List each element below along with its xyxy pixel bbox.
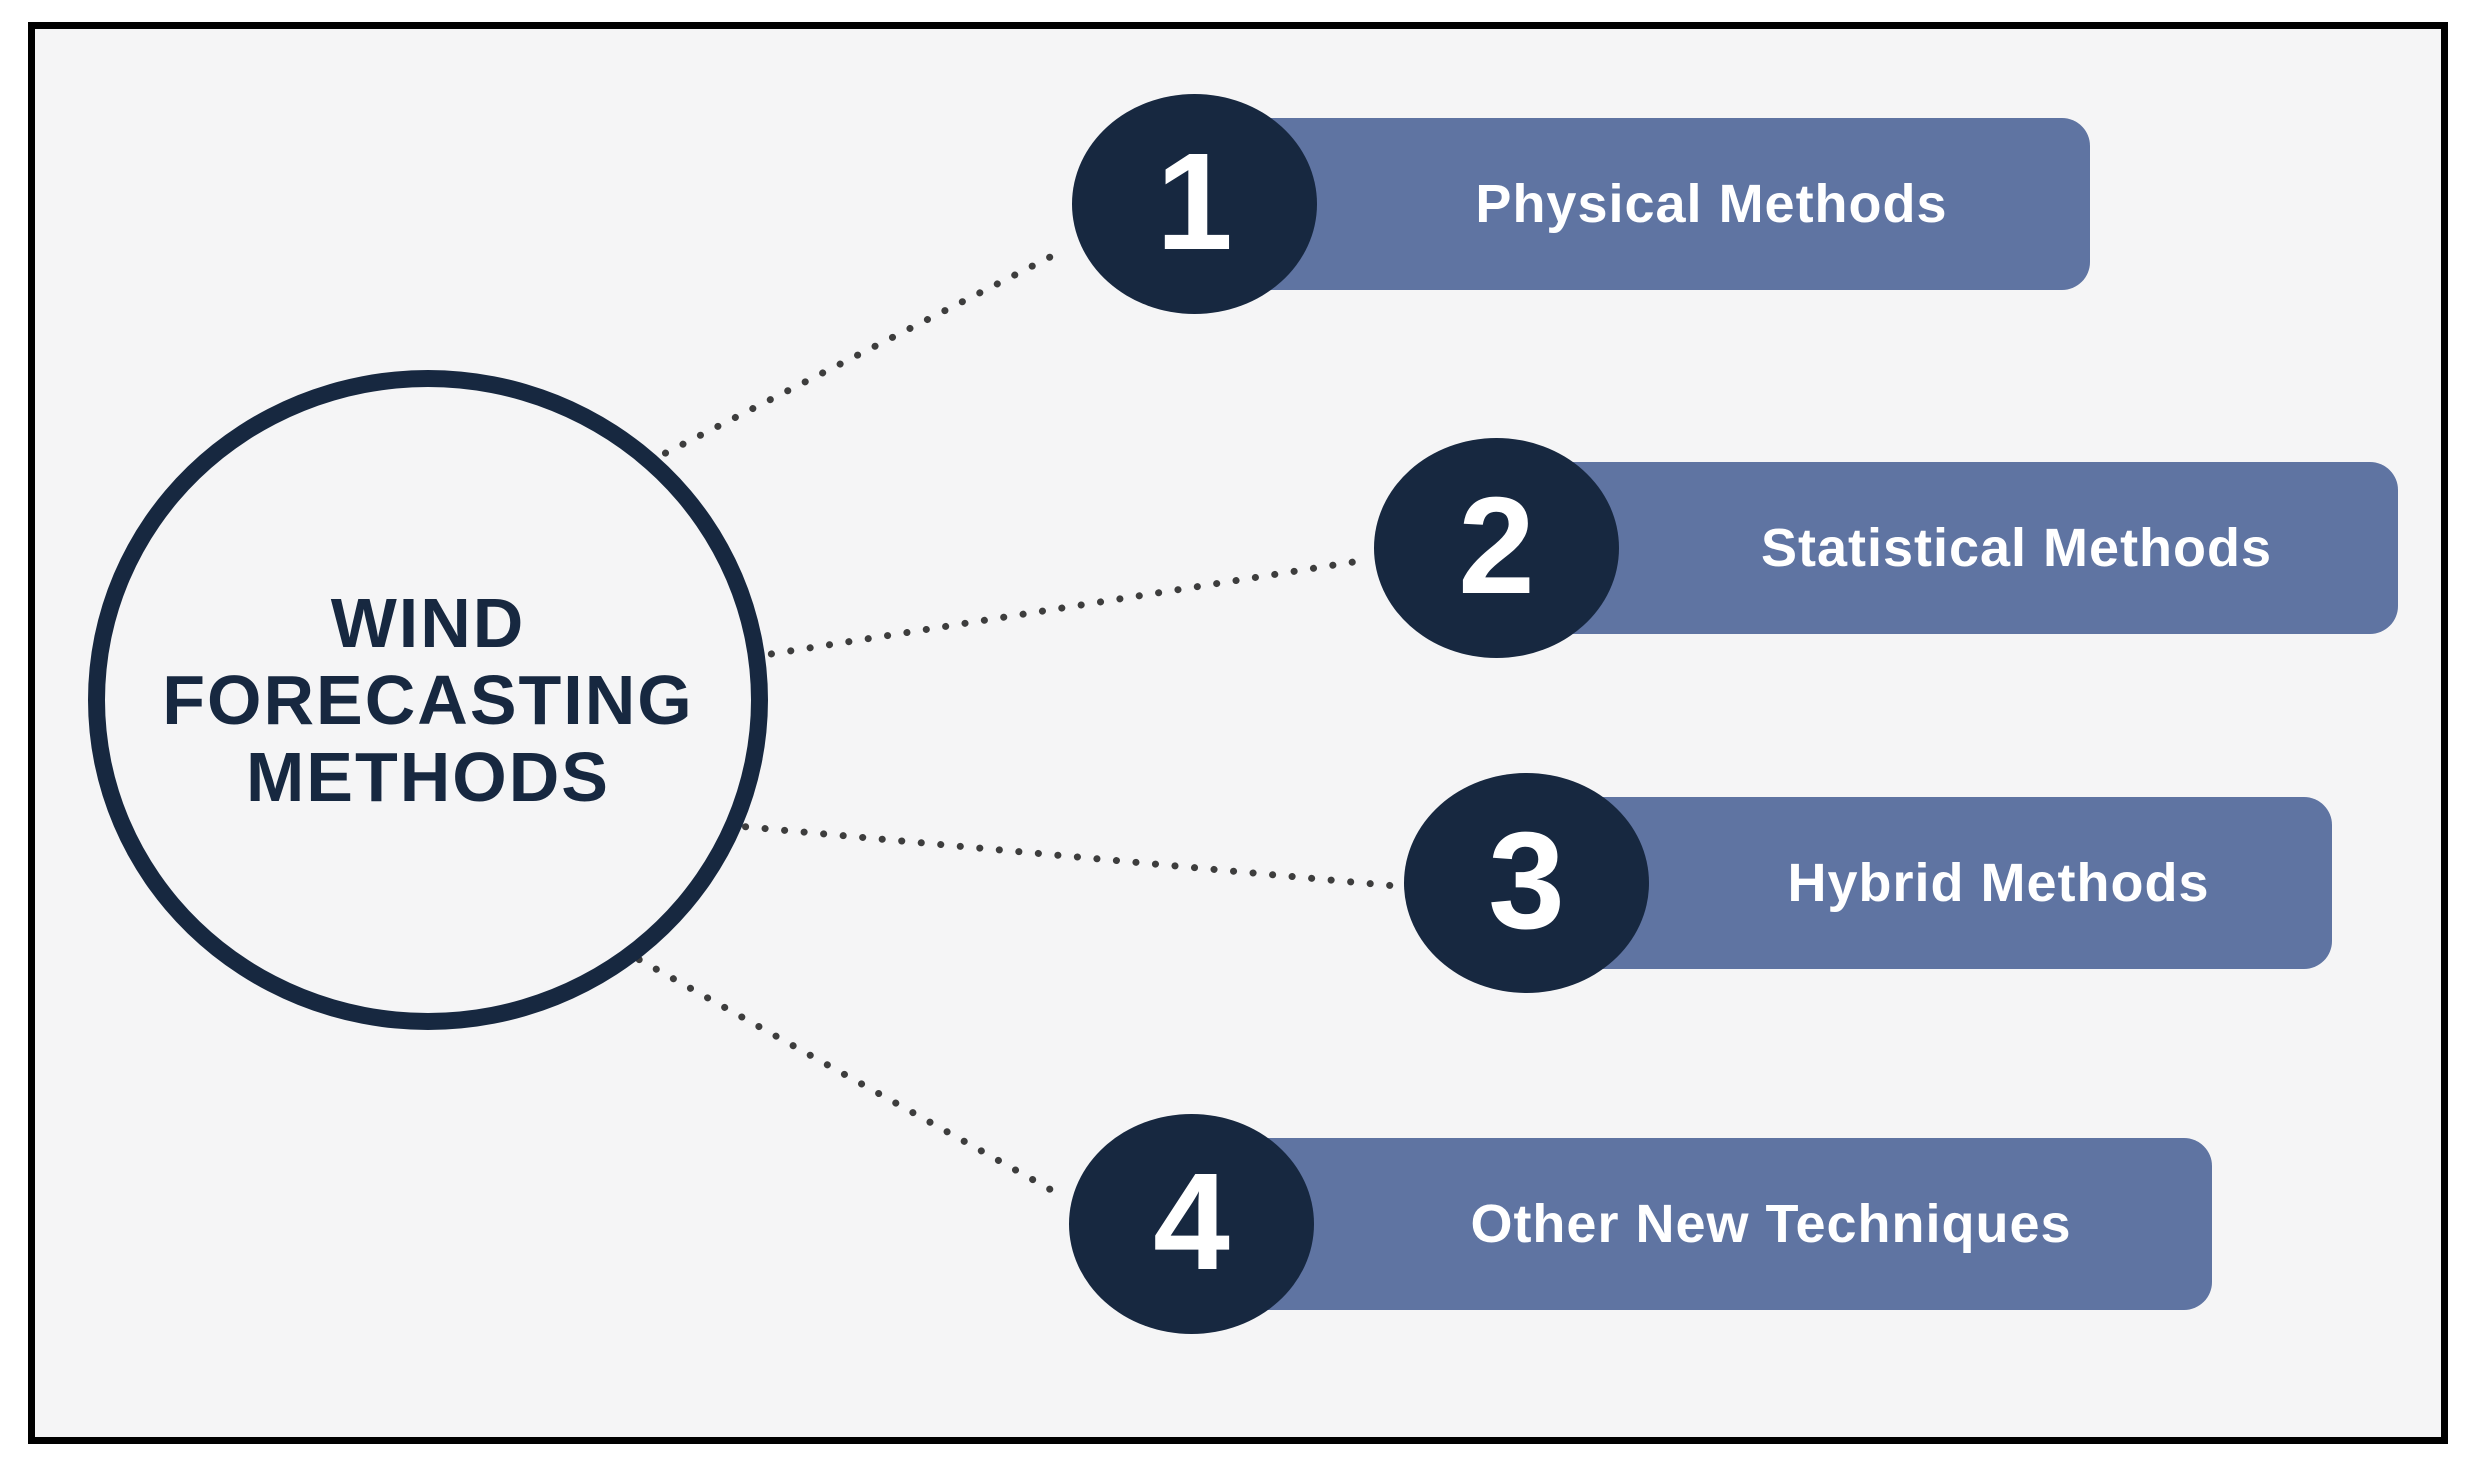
node-label: Hybrid Methods <box>1787 853 2210 913</box>
node-number: 2 <box>1458 469 1535 623</box>
node-label: Other New Techniques <box>1470 1194 2072 1254</box>
central-circle: WIND FORECASTING METHODS <box>88 370 768 1030</box>
node-number: 3 <box>1488 804 1565 958</box>
node-badge-4: 4 <box>1069 1114 1314 1334</box>
node-label: Statistical Methods <box>1760 518 2273 578</box>
node-number: 1 <box>1156 125 1233 279</box>
hub-title-line: METHODS <box>246 737 610 816</box>
node-bar-other-new-techniques: Other New Techniques <box>1215 1138 2212 1310</box>
node-bar-physical-methods: Physical Methods <box>1218 118 2090 290</box>
hub-title-line: FORECASTING <box>162 660 694 739</box>
node-badge-1: 1 <box>1072 94 1317 314</box>
node-bar-hybrid-methods: Hybrid Methods <box>1550 797 2332 969</box>
node-badge-2: 2 <box>1374 438 1619 658</box>
node-number: 4 <box>1153 1145 1230 1299</box>
node-label: Physical Methods <box>1475 174 1948 234</box>
node-bar-statistical-methods: Statistical Methods <box>1520 462 2398 634</box>
hub-title-line: WIND <box>330 583 526 662</box>
node-badge-3: 3 <box>1404 773 1649 993</box>
